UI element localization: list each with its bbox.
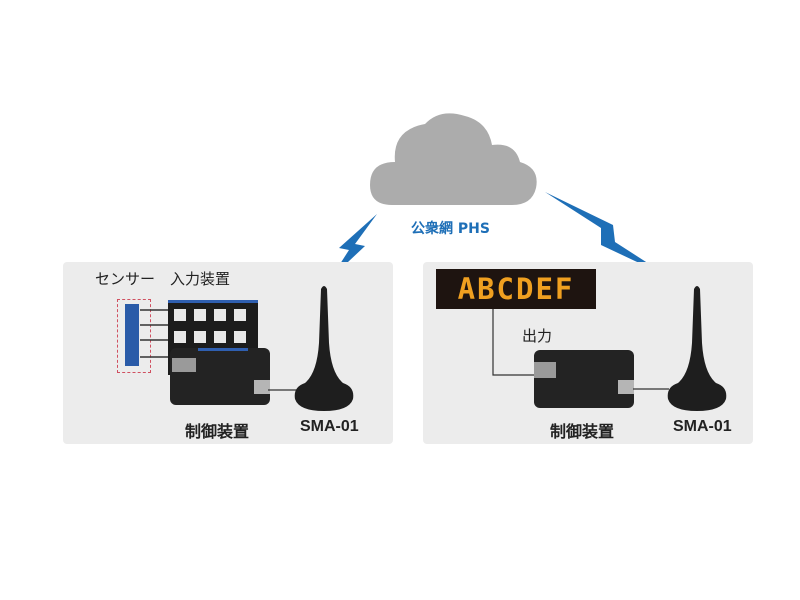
led-display-text: ABCDEF (457, 272, 575, 306)
antenna-icon (667, 286, 727, 411)
controller-board (534, 350, 634, 408)
antenna-model-label: SMA-01 (300, 418, 359, 435)
antenna-cable (633, 388, 669, 390)
antenna-model-label: SMA-01 (673, 418, 732, 435)
controller-label: 制御装置 (550, 422, 615, 441)
controller-board (170, 348, 270, 405)
network-label: 公衆網 PHS (411, 221, 490, 237)
sensor-label: センサー (95, 270, 156, 288)
input-device-label: 入力装置 (170, 270, 231, 288)
sensor-modules (117, 299, 151, 373)
display-cable (492, 309, 540, 376)
antenna-icon (294, 286, 354, 411)
sensor-cables (140, 309, 170, 358)
cloud-icon (370, 113, 537, 205)
controller-label: 制御装置 (185, 422, 250, 441)
lightning-signal-icon (545, 192, 671, 278)
output-label: 出力 (522, 327, 553, 345)
led-display: ABCDEF (436, 269, 596, 309)
